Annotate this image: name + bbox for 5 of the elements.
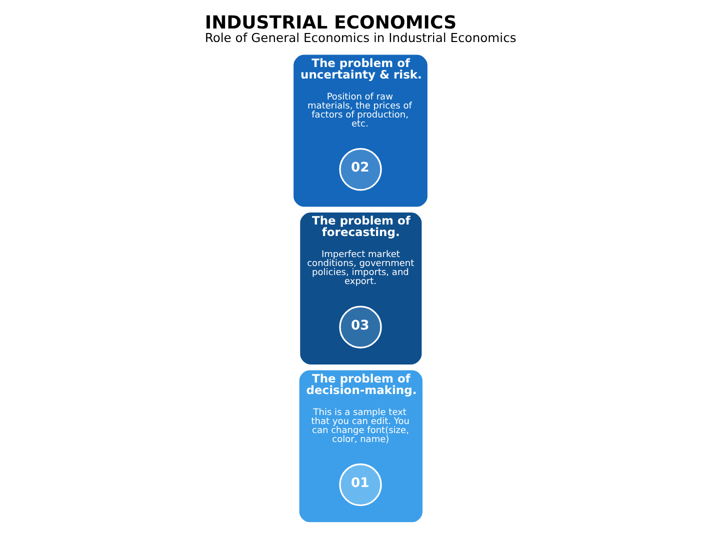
caption: Role of General Economics in Industrial Economics (204, 31, 516, 46)
node-circle: 02 (338, 148, 382, 191)
node-circle: 01 (338, 463, 382, 506)
diagram-title: INDUSTRIAL ECONOMICS (204, 12, 456, 34)
node-circle: 03 (338, 306, 382, 348)
